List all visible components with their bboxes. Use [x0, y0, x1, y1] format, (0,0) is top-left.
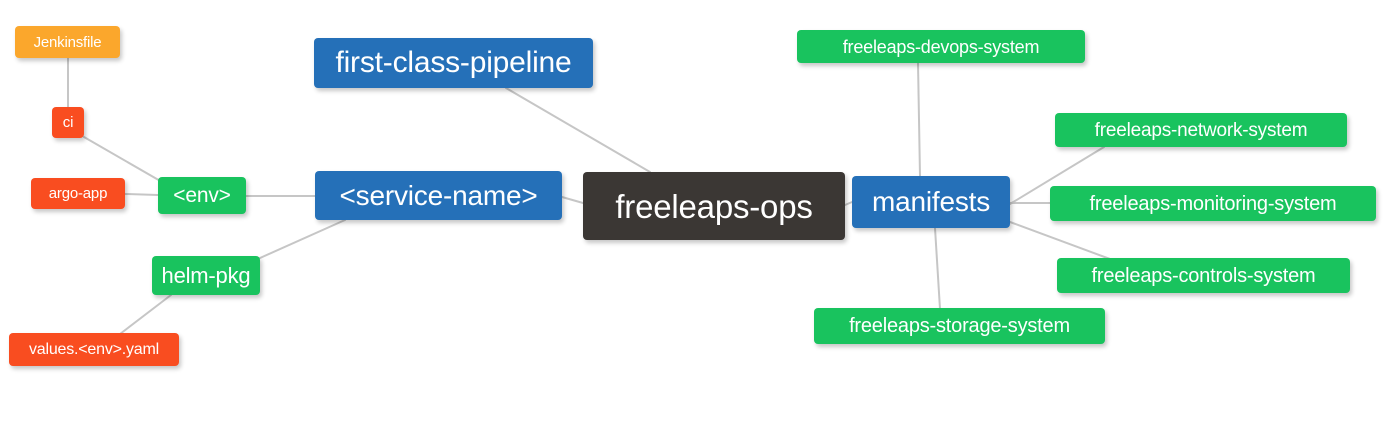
node-label: first-class-pipeline — [335, 46, 572, 79]
node-label: helm-pkg — [161, 262, 251, 288]
node-values-yaml[interactable]: values.<env>.yaml — [9, 333, 179, 366]
edge-root-to-manifests — [844, 201, 853, 206]
node-devops[interactable]: freeleaps-devops-system — [797, 30, 1085, 63]
node-ci[interactable]: ci — [52, 107, 84, 138]
edge-manifests-to-devops — [917, 62, 921, 177]
node-monitoring[interactable]: freeleaps-monitoring-system — [1050, 186, 1376, 221]
node-label: argo-app — [48, 185, 108, 202]
node-label: freeleaps-controls-system — [1091, 264, 1316, 287]
node-label: freeleaps-devops-system — [842, 36, 1040, 57]
node-label: Jenkinsfile — [33, 33, 102, 51]
node-label: freeleaps-ops — [615, 187, 813, 225]
node-jenkinsfile[interactable]: Jenkinsfile — [15, 26, 120, 58]
node-label: values.<env>.yaml — [28, 340, 159, 358]
edge-manifests-to-storage — [934, 227, 941, 310]
node-network[interactable]: freeleaps-network-system — [1055, 113, 1347, 147]
edge-service-name-to-root — [561, 196, 584, 204]
node-label: freeleaps-storage-system — [849, 315, 1070, 337]
node-helm-pkg[interactable]: helm-pkg — [152, 256, 260, 295]
node-service-name[interactable]: <service-name> — [315, 171, 562, 220]
node-label: <env> — [173, 184, 231, 207]
edge-helm-pkg-to-values-yaml — [119, 294, 172, 335]
node-root[interactable]: freeleaps-ops — [583, 172, 845, 240]
node-label: freeleaps-monitoring-system — [1089, 192, 1337, 215]
node-label: ci — [62, 114, 74, 131]
node-env[interactable]: <env> — [158, 177, 246, 214]
node-argo-app[interactable]: argo-app — [31, 178, 125, 209]
node-label: freeleaps-network-system — [1094, 119, 1308, 141]
edge-service-name-to-helm-pkg — [259, 219, 346, 259]
node-manifests[interactable]: manifests — [852, 176, 1010, 228]
edge-argo-app-to-env — [124, 193, 159, 196]
node-pipeline[interactable]: first-class-pipeline — [314, 38, 593, 88]
node-label: <service-name> — [339, 179, 538, 211]
node-controls[interactable]: freeleaps-controls-system — [1057, 258, 1350, 293]
node-label: manifests — [871, 186, 991, 217]
node-storage[interactable]: freeleaps-storage-system — [814, 308, 1105, 344]
edge-pipeline-to-root — [505, 87, 651, 173]
edge-manifests-to-controls — [1009, 221, 1111, 260]
